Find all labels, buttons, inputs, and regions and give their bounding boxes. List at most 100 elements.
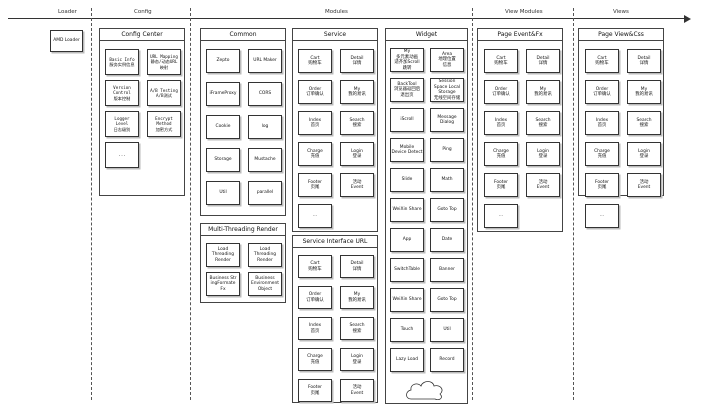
- service-item: Login 登录: [340, 142, 374, 166]
- widget-item: Banner: [430, 258, 464, 282]
- config-center-item: Basic Info 服务实例信息: [105, 49, 139, 75]
- widget-item: Date: [430, 228, 464, 252]
- widget-item: App: [390, 228, 424, 252]
- widget-item: My 多元素动画 适齐加Scroll 跳转: [390, 48, 424, 72]
- widget-item: Area 地理位置 信息: [430, 48, 464, 72]
- widget-title: Widget: [415, 31, 438, 38]
- common-item: Mustache: [248, 148, 282, 172]
- service-item: Order 订单确认: [298, 80, 332, 104]
- widget-item: WeiXin Share: [390, 288, 424, 312]
- multi-threading-item: Business Environment Object: [248, 272, 282, 296]
- page-view-item: Detail 详情: [627, 49, 661, 73]
- page-view-item: ...: [585, 204, 619, 228]
- widget-item: Lazy Load: [390, 348, 424, 372]
- page-view-item: Search 搜索: [627, 111, 661, 135]
- service-url-item: Charge 充值: [298, 348, 332, 371]
- page-view-css-title-divider: [579, 40, 663, 41]
- widget-item: SwitchTable: [390, 258, 424, 282]
- page-event-item: My 我的易讯: [526, 80, 560, 104]
- multi-threading-panel: Multi-Threading Render Load Threading Re…: [200, 223, 286, 303]
- page-event-fx-title: Page Event&Fx: [497, 31, 543, 38]
- page-view-css-panel: Page View&Css Cart 购物车 Detail 详情 Order 订单确…: [578, 28, 664, 228]
- config-center-title-divider: [100, 40, 184, 41]
- page-event-fx-panel: Page Event&Fx Cart 购物车 Detail 详情 Order 订单确…: [477, 28, 563, 232]
- page-event-item: ...: [484, 204, 518, 228]
- widget-item: Ping: [430, 138, 464, 162]
- header-modules: Modules: [325, 9, 348, 15]
- common-item: URL Maker: [248, 49, 282, 73]
- cloud-icon: [406, 381, 443, 400]
- page-event-item: Charge 充值: [484, 142, 518, 166]
- service-url-item: Detail 详情: [340, 255, 374, 278]
- amd-loader-box: AMD Loader: [50, 30, 83, 52]
- service-url-item: Cart 购物车: [298, 255, 332, 278]
- common-item: parallel: [248, 181, 282, 205]
- service-url-item: Footer 页尾: [298, 379, 332, 402]
- page-view-item: Cart 购物车: [585, 49, 619, 73]
- widget-item: Util: [430, 318, 464, 342]
- page-event-item: Footer 页尾: [484, 173, 518, 197]
- multi-threading-title-divider: [201, 235, 285, 236]
- separator-modules-viewmodules: [472, 8, 473, 400]
- service-item: ...: [298, 204, 332, 228]
- page-event-item: 活动 Event: [526, 173, 560, 197]
- widget-item: BackTool 浏览器返回后 退出页: [390, 78, 424, 102]
- page-event-item: Detail 详情: [526, 49, 560, 73]
- header-views: Views: [613, 9, 629, 15]
- separator-loader-config: [91, 8, 92, 400]
- page-view-item: 活动 Event: [627, 173, 661, 197]
- config-center-item: URL Mapping 静态/动态URL 映射: [147, 49, 181, 75]
- page-view-item: Charge 充值: [585, 142, 619, 166]
- page-view-item: Order 订单确认: [585, 80, 619, 104]
- service-title: Service: [323, 31, 347, 38]
- multi-threading-item: Business Str ingFormate Fx: [206, 272, 240, 296]
- header-loader: Loader: [58, 9, 77, 15]
- separator-config-modules: [190, 8, 191, 400]
- page-view-item: Index 首页: [585, 111, 619, 135]
- service-item: Search 搜索: [340, 111, 374, 135]
- widget-item: Slide: [390, 168, 424, 192]
- service-url-item: Login 登录: [340, 348, 374, 371]
- page-event-item: Search 搜索: [526, 111, 560, 135]
- common-title: Common: [229, 31, 257, 38]
- service-url-item: Search 搜索: [340, 317, 374, 340]
- service-item: 活动 Event: [340, 173, 374, 197]
- common-item: log: [248, 115, 282, 139]
- multi-threading-title: Multi-Threading Render: [208, 226, 278, 233]
- page-view-css-title: Page View&Css: [598, 31, 644, 38]
- common-item: Util: [206, 181, 240, 205]
- page-event-item: Order 订单确认: [484, 80, 518, 104]
- flow-arrowhead: [684, 15, 691, 23]
- config-center-item: ...: [105, 142, 139, 168]
- widget-title-divider: [386, 40, 467, 41]
- service-item: Footer 页尾: [298, 173, 332, 197]
- separator-viewmodules-views: [573, 8, 574, 400]
- service-item: Detail 详情: [340, 49, 374, 73]
- widget-item: WeiXin Share: [390, 198, 424, 222]
- page-view-item: My 我的易讯: [627, 80, 661, 104]
- service-interface-url-title-divider: [293, 247, 377, 248]
- service-item: Index 首页: [298, 111, 332, 135]
- common-item: Cookie: [206, 115, 240, 139]
- page-event-item: Cart 购物车: [484, 49, 518, 73]
- service-url-item: Index 首页: [298, 317, 332, 340]
- service-url-item: My 我的易讯: [340, 286, 374, 309]
- widget-item: Math: [430, 168, 464, 192]
- header-config: Config: [134, 9, 152, 15]
- page-view-item: Login 登录: [627, 142, 661, 166]
- service-item: My 我的易讯: [340, 80, 374, 104]
- common-item: CORS: [248, 82, 282, 106]
- config-center-item: A/B Testing A/B测试: [147, 80, 181, 106]
- widget-item: Mobile Device Detect: [390, 138, 424, 162]
- service-title-divider: [293, 40, 377, 41]
- common-title-divider: [201, 40, 285, 41]
- widget-item: Goto Top: [430, 288, 464, 312]
- page-view-item: Footer 页尾: [585, 173, 619, 197]
- widget-item: iScroll: [390, 108, 424, 132]
